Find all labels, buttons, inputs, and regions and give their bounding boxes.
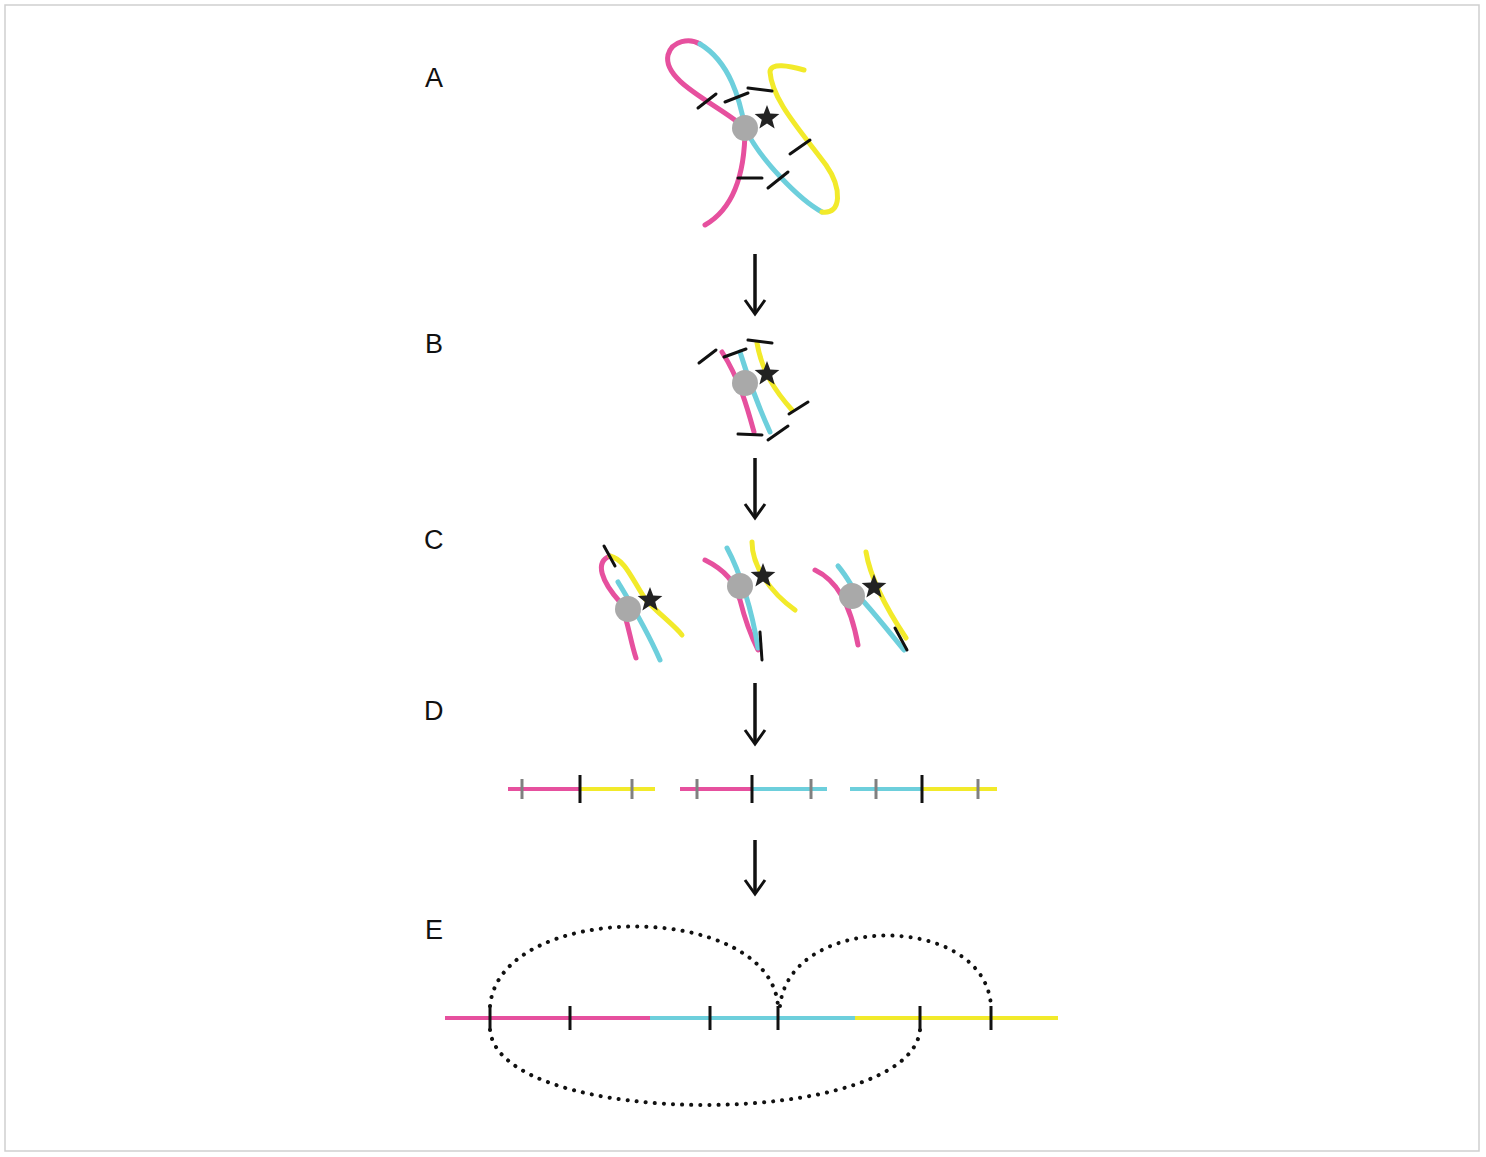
frame: [5, 5, 1479, 1151]
chromosome-c: [601, 542, 907, 660]
panel-letter: C: [424, 527, 444, 554]
panel-letter: B: [425, 331, 443, 358]
chromosome-b: [699, 340, 808, 440]
chromosome-a: [668, 41, 838, 225]
assembled-contig: [445, 927, 1058, 1106]
panel-letter: E: [425, 917, 443, 944]
panel-letter: A: [425, 65, 443, 92]
linear-fragments: [508, 775, 997, 803]
panel-letter: D: [424, 698, 444, 725]
